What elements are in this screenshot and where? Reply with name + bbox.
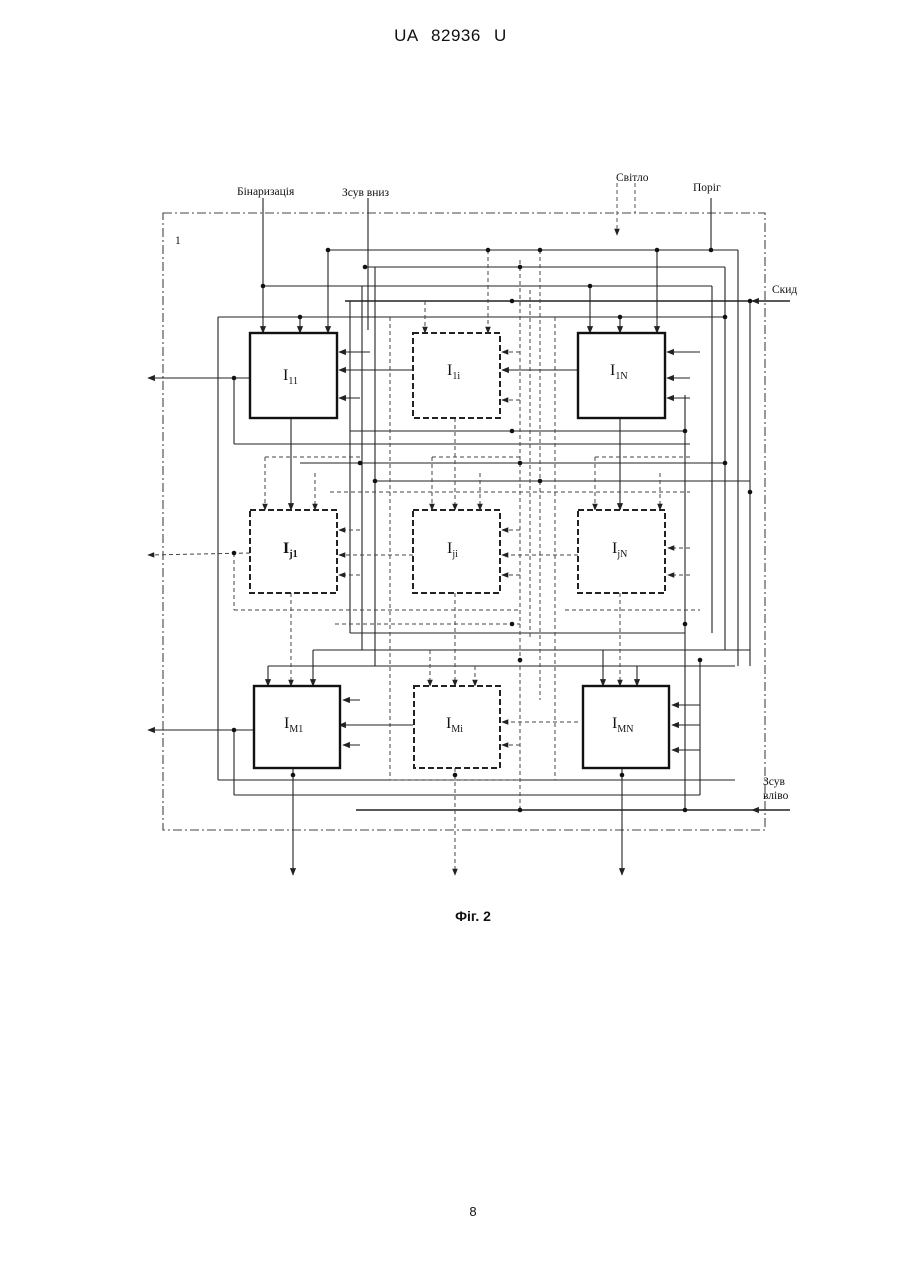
shift-left-label-line1: Зсув (763, 776, 785, 788)
top-input-lines (263, 198, 711, 333)
block-I-MN: IMN (583, 686, 669, 768)
block-I-j1: Ij1 (250, 510, 337, 593)
reset-label: Скид (772, 284, 797, 296)
block-I-1i: I1i (413, 333, 500, 418)
block-I-Mi: IMi (414, 686, 500, 768)
block-I-1N: I1N (578, 333, 665, 418)
threshold-label: Поріг (693, 182, 721, 194)
block-I-jN: IjN (578, 510, 665, 593)
binarization-label: Бінаризація (237, 186, 295, 198)
light-input (617, 183, 635, 235)
block-I-11: I11 (250, 333, 337, 418)
shift-left-label-line2: вліво (763, 790, 789, 802)
figure-caption: Фіг. 2 (0, 908, 901, 924)
page-number: 8 (0, 1204, 901, 1219)
shift-down-label: Зсув вниз (342, 187, 390, 199)
module-number-label: 1 (175, 235, 181, 247)
block-I-M1: IM1 (254, 686, 340, 768)
block-I-ji: Iji (413, 510, 500, 593)
light-label: Світло (616, 172, 649, 184)
